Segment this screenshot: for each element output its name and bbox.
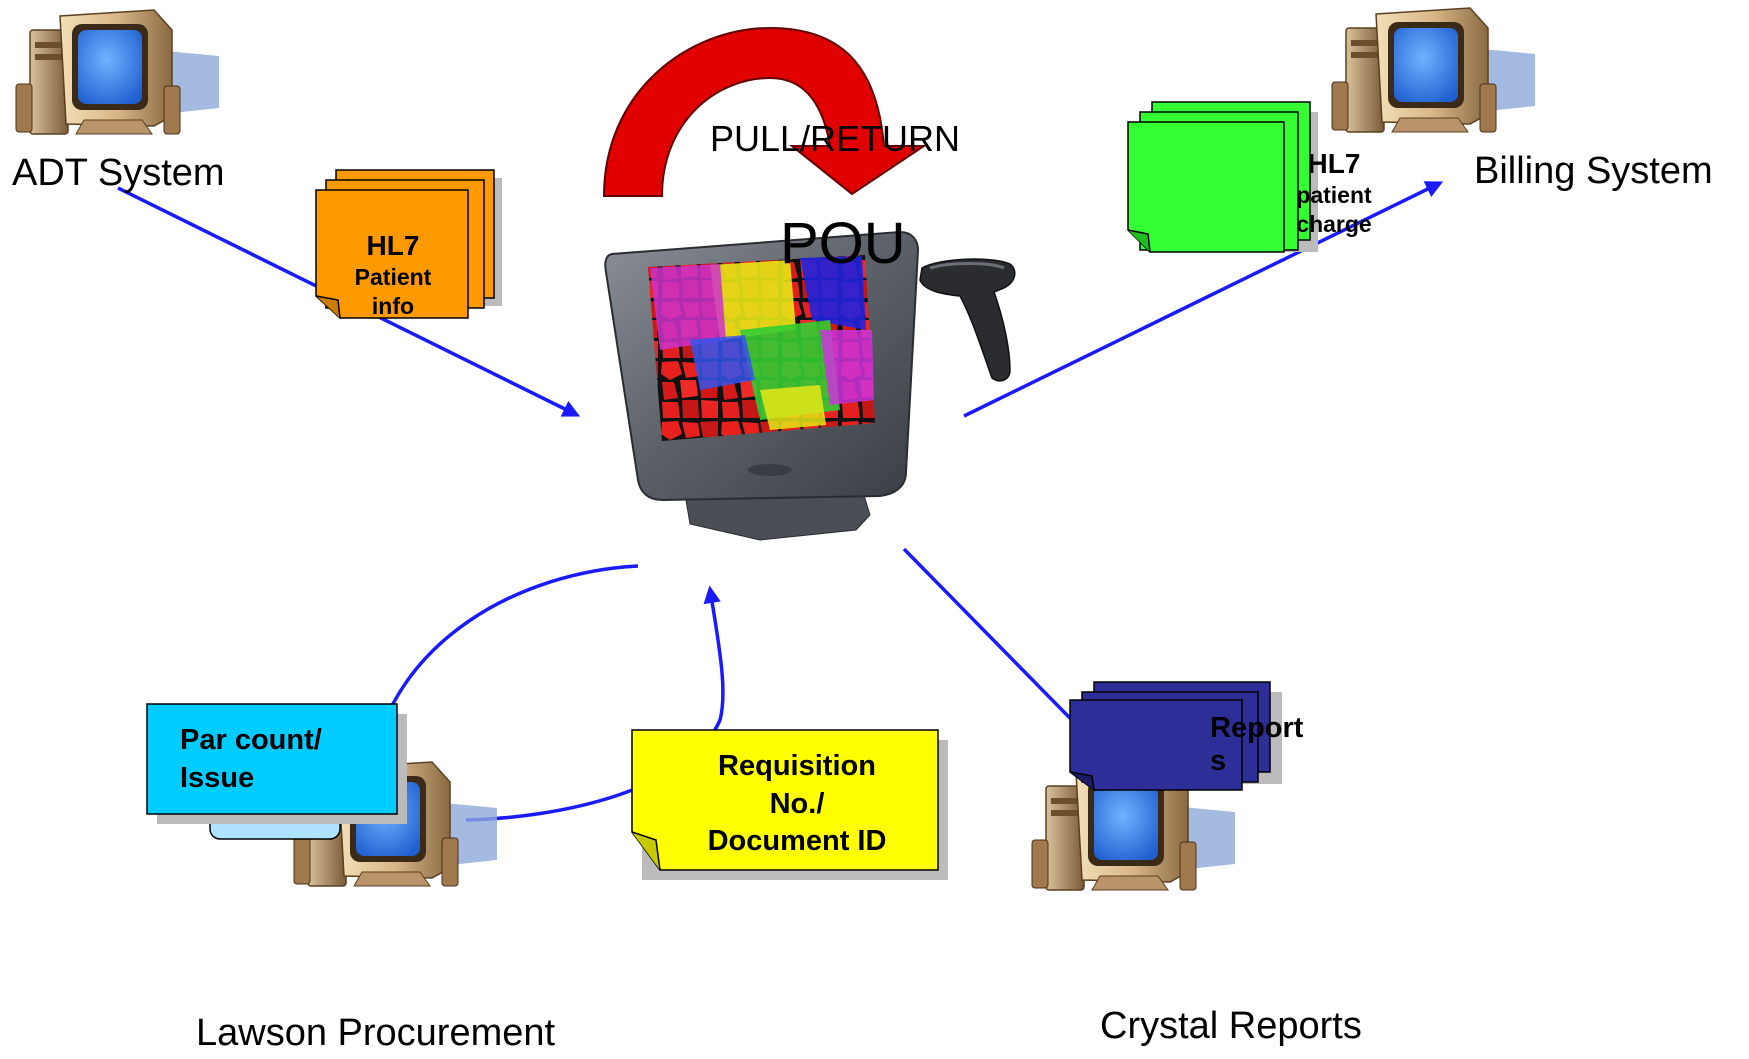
- requisition-line-2: No./: [769, 787, 825, 820]
- crystal-reports-label: Crystal Reports: [1100, 1005, 1362, 1047]
- pull-return-arrow-icon: [602, 26, 928, 197]
- reports-line-1: Report: [1210, 712, 1304, 744]
- requisition-note: [631, 729, 948, 880]
- crystal-computer-icon: [1031, 765, 1235, 891]
- pou-title: POU: [780, 211, 906, 276]
- requisition-line-1: Requisition: [718, 750, 876, 782]
- reports-note: [1069, 681, 1282, 791]
- par-count-text: Par count/ Issue: [180, 722, 322, 797]
- pou-to-lawson-arrow: [365, 564, 639, 768]
- hl7-patient-charge-text: HL7 patient charge: [1266, 146, 1402, 239]
- hl7-info-line-1: HL7: [366, 230, 420, 261]
- reports-line-2: s: [1210, 745, 1227, 778]
- reports-text: Report s: [1210, 712, 1303, 779]
- pou-to-billing-arrow: [963, 181, 1444, 418]
- hl7-patient-info-text: HL7 Patient info: [326, 228, 460, 321]
- pull-return-label: PULL/RETURN: [710, 118, 961, 159]
- pou-monitor-icon: [604, 230, 920, 541]
- barcode-scanner-icon: [919, 258, 1016, 382]
- hl7-info-line-3: info: [371, 292, 415, 319]
- hl7-charge-line-2: patient: [1296, 182, 1372, 208]
- adt-system-label: ADT System: [12, 152, 225, 194]
- adt-computer-icon: [15, 9, 219, 135]
- billing-system-label: Billing System: [1474, 150, 1713, 192]
- lawson-procurement-label: Lawson Procurement: [196, 1012, 556, 1054]
- billing-computer-icon: [1331, 7, 1535, 133]
- hl7-charge-line-1: HL7: [1307, 148, 1361, 179]
- requisition-text: Requisition No./ Document ID: [672, 748, 922, 861]
- requisition-line-3: Document ID: [707, 825, 887, 858]
- par-count-line-2: Issue: [180, 761, 255, 794]
- hl7-patient-info-note: [315, 169, 502, 319]
- hl7-patient-charge-note: [1127, 101, 1318, 253]
- par-count-note: [146, 703, 407, 840]
- hl7-info-line-2: Patient: [354, 264, 432, 290]
- par-count-line-1: Par count/: [180, 724, 322, 756]
- hl7-charge-line-3: charge: [1296, 210, 1372, 237]
